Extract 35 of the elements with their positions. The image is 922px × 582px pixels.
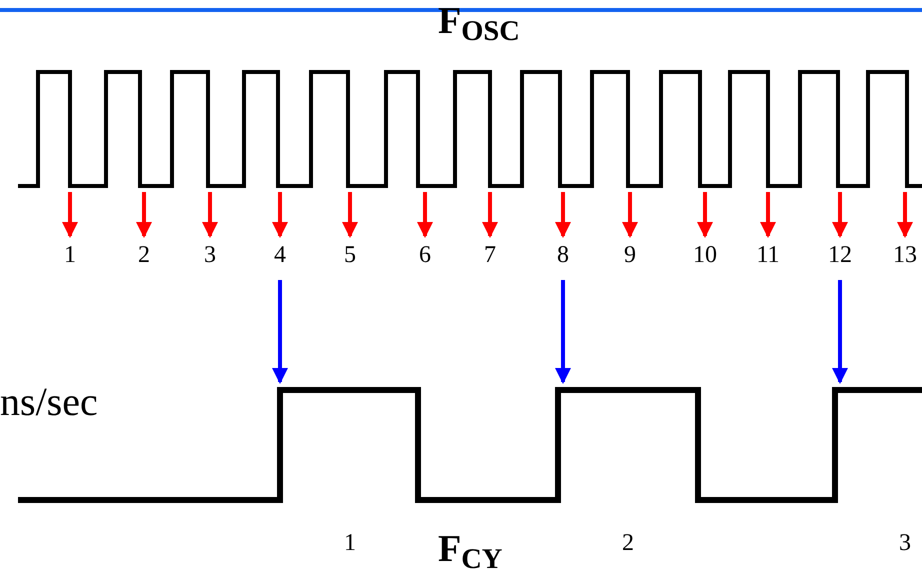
rate-label: ns/sec [0, 382, 98, 422]
arrow [342, 192, 358, 238]
pulse-number: 1 [52, 238, 88, 272]
arrow [417, 192, 433, 238]
arrow [832, 280, 848, 384]
arrow [697, 192, 713, 238]
arrow [202, 192, 218, 238]
arrow [62, 192, 78, 238]
cycle-number: 2 [622, 531, 634, 555]
pulse-number: 2 [126, 238, 162, 272]
pulse-number: 10 [687, 238, 723, 272]
arrow [622, 192, 638, 238]
arrow [897, 192, 913, 238]
arrow [272, 192, 288, 238]
pulse-number: 5 [332, 238, 368, 272]
arrow [482, 192, 498, 238]
arrow [555, 192, 571, 238]
pulse-number: 9 [612, 238, 648, 272]
cycle-number: 1 [344, 531, 356, 555]
pulse-number: 4 [262, 238, 298, 272]
pulse-number: 7 [472, 238, 508, 272]
pulse-number: 12 [822, 238, 858, 272]
pulse-number: 8 [545, 238, 581, 272]
pulse-number: 13 [887, 238, 922, 272]
cycle-number: 3 [899, 531, 911, 555]
arrow [272, 280, 288, 384]
pulse-number: 6 [407, 238, 443, 272]
arrow [760, 192, 776, 238]
pulse-number: 11 [750, 238, 786, 272]
arrow [555, 280, 571, 384]
pulse-number: 3 [192, 238, 228, 272]
waveform-caption: F$_{CY}$ [438, 530, 502, 568]
waveform-title: F$_{OSC}$ [438, 2, 520, 40]
arrow [136, 192, 152, 238]
arrow [832, 192, 848, 238]
